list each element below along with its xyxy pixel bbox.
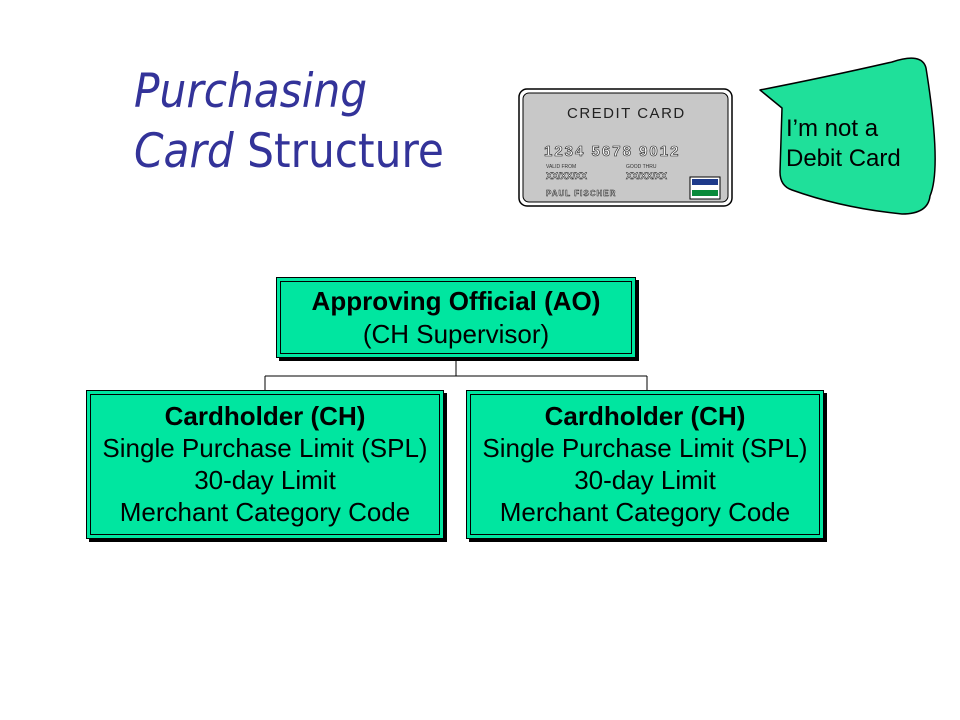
cardholder-line: Merchant Category Code: [499, 497, 791, 527]
valid-from-label: VALID FROM: [546, 164, 576, 170]
cardholder-line: 30-day Limit: [574, 465, 716, 495]
valid-from-value: XX/XX/XX: [546, 171, 587, 181]
callout-line2: Debit Card: [786, 145, 901, 172]
card-heading: CREDIT CARD: [567, 105, 686, 122]
card-holder-name: PAUL FISCHER: [546, 189, 616, 198]
cardholder-title: Cardholder (CH): [544, 401, 746, 431]
cardholder-box-right: Cardholder (CH) Single Purchase Limit (S…: [466, 390, 824, 539]
callout-text: I’m not a Debit Card: [786, 114, 901, 174]
credit-card-illustration: CREDIT CARD 1234 5678 9012 VALID FROM GO…: [518, 88, 734, 208]
ao-title: Approving Official (AO): [311, 286, 601, 316]
cardholder-box-left: Cardholder (CH) Single Purchase Limit (S…: [86, 390, 444, 539]
cardholder-line: Merchant Category Code: [119, 497, 411, 527]
callout-line1: I’m not a: [786, 115, 879, 142]
title-line2-rest: Structure: [247, 124, 444, 179]
approving-official-box: Approving Official (AO) (CH Supervisor): [276, 277, 636, 358]
card-number: 1234 5678 9012: [544, 143, 680, 160]
good-thru-value: XX/XX/XX: [626, 171, 667, 181]
callout-bubble: [752, 48, 942, 220]
cardholder-line: 30-day Limit: [194, 465, 336, 495]
page-title: Purchasing Card Structure: [134, 62, 444, 182]
cardholder-line: Single Purchase Limit (SPL): [482, 433, 808, 463]
cardholder-line: Single Purchase Limit (SPL): [102, 433, 428, 463]
title-line1: Purchasing: [134, 64, 368, 119]
ao-subtitle: (CH Supervisor): [362, 319, 550, 349]
title-line2-italic: Card: [134, 124, 234, 179]
good-thru-label: GOOD THRU: [626, 164, 657, 170]
card-brand-logo-icon: [689, 176, 721, 200]
cardholder-title: Cardholder (CH): [164, 401, 366, 431]
